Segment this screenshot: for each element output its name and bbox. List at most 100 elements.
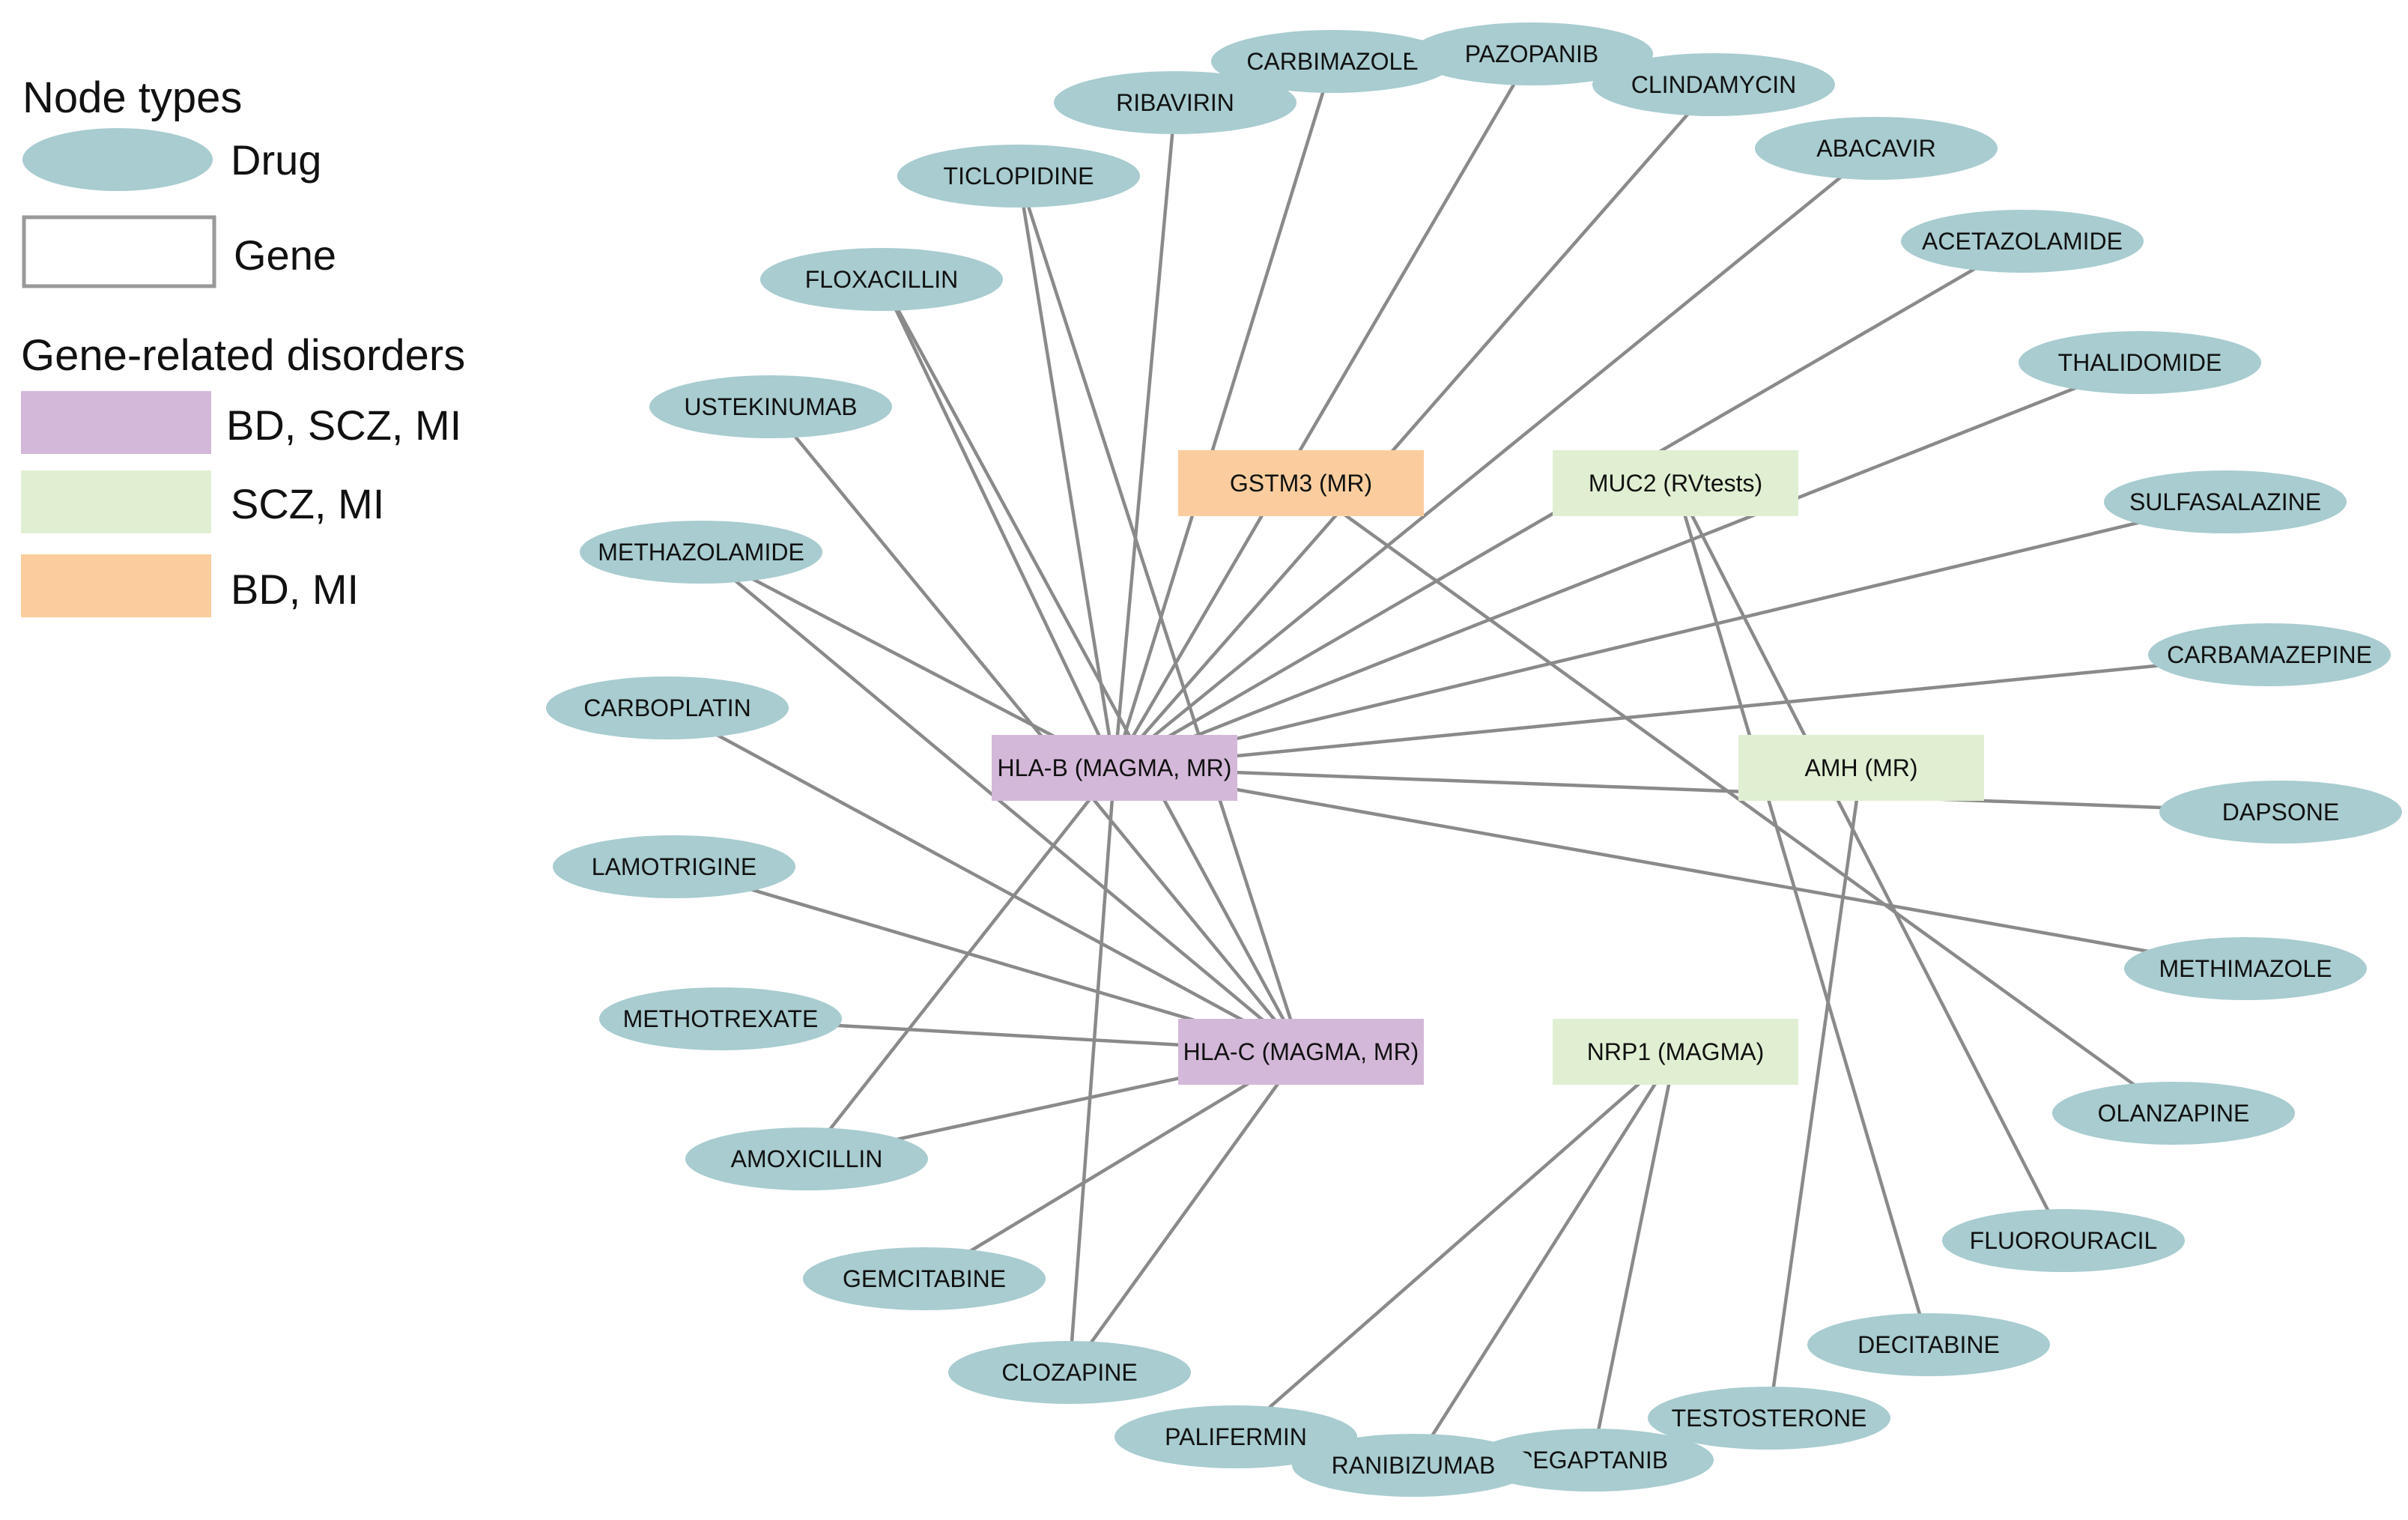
legend-node-types-title: Node types — [22, 73, 242, 122]
drug-label: METHIMAZOLE — [2159, 955, 2332, 982]
gene-node-hla-c[interactable]: HLA-C (MAGMA, MR) — [1178, 1019, 1424, 1085]
drug-label: CLINDAMYCIN — [1631, 71, 1796, 98]
drug-label: CLOZAPINE — [1001, 1359, 1137, 1386]
drug-label: OLANZAPINE — [2098, 1100, 2250, 1127]
drug-label: PEGAPTANIB — [1517, 1447, 1668, 1474]
gene-node-hla-b[interactable]: HLA-B (MAGMA, MR) — [992, 735, 1237, 801]
legend-scz-mi-swatch — [21, 470, 211, 533]
drug-ellipse — [685, 1127, 928, 1190]
edge-hla-b-methazolamide — [700, 551, 1116, 769]
edge-hla-b-floxacillin — [879, 279, 1117, 769]
drug-ellipse — [580, 521, 822, 584]
drug-node-amoxicillin[interactable]: AMOXICILLIN — [685, 1127, 928, 1190]
drug-ellipse — [2159, 781, 2402, 844]
drug-label: THALIDOMIDE — [2058, 349, 2222, 376]
edge-hla-b-sulfasalazine — [1114, 500, 2226, 770]
drug-ellipse — [1648, 1387, 1890, 1450]
drug-label: GEMCITABINE — [843, 1265, 1006, 1292]
drug-node-fluorouracil[interactable]: FLUOROURACIL — [1942, 1209, 2185, 1272]
drug-node-ranibizumab[interactable]: RANIBIZUMAB — [1292, 1434, 1535, 1497]
drug-node-decitabine[interactable]: DECITABINE — [1807, 1313, 2050, 1376]
drug-node-ticlopidine[interactable]: TICLOPIDINE — [897, 145, 1140, 208]
drug-node-abacavir[interactable]: ABACAVIR — [1755, 117, 1998, 180]
gene-node-gstm3[interactable]: GSTM3 (MR) — [1178, 450, 1424, 516]
drug-node-carboplatin[interactable]: CARBOPLATIN — [546, 676, 789, 739]
drug-node-lamotrigine[interactable]: LAMOTRIGINE — [553, 835, 795, 898]
drug-node-methimazole[interactable]: METHIMAZOLE — [2124, 937, 2367, 1000]
edge-hla-b-methimazole — [1114, 766, 2246, 971]
edge-amh-testosterone — [1767, 767, 1863, 1419]
drug-ellipse — [2052, 1082, 2295, 1145]
drug-node-carbamazepine[interactable]: CARBAMAZEPINE — [2148, 623, 2391, 686]
drug-label: METHOTREXATE — [623, 1005, 819, 1032]
gene-node-nrp1[interactable]: NRP1 (MAGMA) — [1553, 1019, 1798, 1085]
drug-ellipse — [649, 375, 892, 438]
edge-hla-c-carboplatin — [666, 706, 1302, 1053]
drug-node-methotrexate[interactable]: METHOTREXATE — [599, 987, 842, 1050]
edge-hla-b-clozapine — [1067, 767, 1117, 1373]
drug-ellipse — [1114, 1405, 1357, 1468]
drug-node-ribavirin[interactable]: RIBAVIRIN — [1054, 71, 1297, 134]
drug-node-olanzapine[interactable]: OLANZAPINE — [2052, 1082, 2295, 1145]
legend-gene-label: Gene — [234, 231, 336, 279]
edge-hla-c-gemcitabine — [923, 1050, 1302, 1280]
drug-label: ABACAVIR — [1816, 135, 1935, 162]
gene-label: HLA-B (MAGMA, MR) — [998, 754, 1232, 781]
drug-node-sulfasalazine[interactable]: SULFASALAZINE — [2104, 470, 2347, 533]
drug-label: CARBOPLATIN — [583, 694, 750, 721]
drug-node-methazolamide[interactable]: METHAZOLAMIDE — [580, 521, 822, 584]
drug-ellipse — [1755, 117, 1998, 180]
legend-bd-mi-label: BD, MI — [231, 566, 359, 613]
legend-gene-swatch — [22, 215, 216, 288]
drug-node-clindamycin[interactable]: CLINDAMYCIN — [1592, 53, 1835, 116]
drug-ellipse — [2104, 470, 2347, 533]
gene-label: GSTM3 (MR) — [1230, 470, 1372, 497]
drug-label: USTEKINUMAB — [684, 393, 857, 420]
drug-label: DECITABINE — [1857, 1331, 2000, 1358]
drug-ellipse — [1471, 1429, 1714, 1492]
gene-box — [1178, 1019, 1424, 1085]
gene-box — [1738, 735, 1984, 801]
edge-muc2-decitabine — [1673, 482, 1931, 1345]
drug-ellipse — [1942, 1209, 2185, 1272]
drug-node-clozapine[interactable]: CLOZAPINE — [948, 1341, 1191, 1404]
drug-node-gemcitabine[interactable]: GEMCITABINE — [803, 1247, 1046, 1310]
gene-label: NRP1 (MAGMA) — [1587, 1038, 1764, 1065]
gene-box — [992, 735, 1237, 801]
edge-muc2-fluorouracil — [1673, 482, 2066, 1242]
drug-node-acetazolamide[interactable]: ACETAZOLAMIDE — [1901, 210, 2144, 273]
edge-nrp1-pegaptanib — [1590, 1051, 1678, 1461]
drug-ellipse — [1901, 210, 2144, 273]
edge-hla-c-ustekinumab — [769, 405, 1302, 1053]
drug-ellipse — [2019, 331, 2261, 394]
drug-node-pegaptanib[interactable]: PEGAPTANIB — [1471, 1429, 1714, 1492]
drug-ellipse — [1292, 1434, 1535, 1497]
edge-hla-b-ribavirin — [1112, 102, 1177, 769]
drug-label: METHAZOLAMIDE — [598, 539, 804, 566]
drug-ellipse — [2124, 937, 2367, 1000]
drug-node-testosterone[interactable]: TESTOSTERONE — [1648, 1387, 1890, 1450]
gene-box — [1553, 1019, 1798, 1085]
gene-node-muc2[interactable]: MUC2 (RVtests) — [1553, 450, 1798, 516]
drug-ellipse — [2148, 623, 2391, 686]
gene-node-amh[interactable]: AMH (MR) — [1738, 735, 1984, 801]
drug-ellipse — [546, 676, 789, 739]
edge-hla-b-carbamazepine — [1114, 652, 2270, 770]
drug-node-pazopanib[interactable]: PAZOPANIB — [1410, 22, 1653, 85]
drug-label: AMOXICILLIN — [731, 1145, 883, 1172]
drug-node-ustekinumab[interactable]: USTEKINUMAB — [649, 375, 892, 438]
drug-ellipse — [897, 145, 1140, 208]
drug-node-dapsone[interactable]: DAPSONE — [2159, 781, 2402, 844]
drug-node-carbimazole[interactable]: CARBIMAZOLE — [1211, 30, 1454, 93]
drug-label: RANIBIZUMAB — [1332, 1452, 1496, 1479]
drug-node-palifermin[interactable]: PALIFERMIN — [1114, 1405, 1357, 1468]
drug-node-thalidomide[interactable]: THALIDOMIDE — [2019, 331, 2261, 394]
edge-hla-b-pazopanib — [1113, 52, 1533, 769]
gene-box — [1178, 450, 1424, 516]
drug-node-floxacillin[interactable]: FLOXACILLIN — [760, 248, 1003, 311]
drug-ellipse — [599, 987, 842, 1050]
drug-label: DAPSONE — [2222, 799, 2339, 826]
drug-ellipse — [1592, 53, 1835, 116]
